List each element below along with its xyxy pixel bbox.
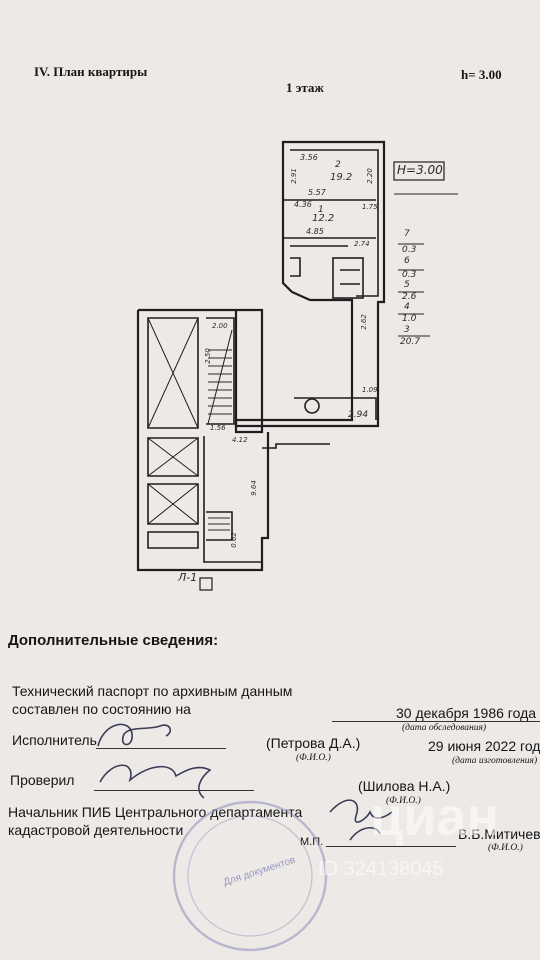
height-label: h= 3.00: [461, 67, 502, 82]
dim-label: 1.56: [210, 424, 226, 432]
legend-room-number: 4: [404, 302, 410, 312]
dim-label: 1.09: [362, 386, 378, 394]
passport-line-2: составлен по состоянию на: [12, 701, 191, 717]
legend-room-number: 7: [404, 229, 410, 239]
watermark-brand: циан: [370, 787, 500, 847]
info-title: Дополнительные сведения:: [8, 632, 219, 649]
executor-fio-caption: (Ф.И.О.): [296, 753, 331, 763]
room-number: 2: [335, 160, 341, 170]
legend-room-area: 1.0: [402, 314, 417, 324]
watermark-id: ID 324138045: [318, 858, 444, 880]
checker-fio-caption: (Ф.И.О.): [386, 796, 421, 806]
dim-label: 1.75: [362, 203, 378, 211]
dim-label: 2.91: [289, 168, 298, 184]
dim-label: 5.57: [308, 188, 326, 197]
room-area: 12.2: [312, 213, 335, 224]
legend-room-area: 0.3: [402, 245, 417, 255]
head-line-1: Начальник ПИБ Центрального департамента: [8, 804, 303, 820]
room-number: 1: [318, 205, 324, 215]
legend-room-area: 2.6: [402, 292, 417, 302]
dim-label: 3.56: [300, 153, 318, 162]
dim-label: 4.36: [294, 200, 312, 209]
axis-label: Л-1: [178, 571, 198, 584]
made-date-caption: (дата изготовления): [452, 756, 538, 766]
dim-label: 4.85: [306, 227, 324, 236]
legend-room-number: 6: [404, 256, 410, 266]
room-area: 19.2: [330, 172, 353, 183]
made-date: 29 июня 2022 год: [428, 738, 540, 754]
legend-room-area: 20.7: [400, 337, 421, 347]
plan-height-label: H=3.00: [397, 163, 443, 177]
stamp-text: Для документов: [222, 854, 297, 889]
dim-label: 2.20: [365, 168, 374, 184]
survey-date-caption: (дата обследования): [402, 723, 487, 733]
mp-label: М.П.: [300, 836, 324, 848]
passport-line-1: Технический паспорт по архивным данным: [12, 683, 293, 699]
survey-date: 30 декабря 1986 года: [396, 705, 537, 721]
dim-label: 2.50: [203, 348, 212, 364]
floor-label: 1 этаж: [286, 80, 324, 95]
dim-label: 2.74: [354, 240, 370, 248]
dim-label: 0.62: [229, 532, 238, 548]
dim-label: 9.64: [249, 480, 258, 496]
executor-label: Исполнитель: [12, 732, 97, 748]
legend-room-number: 5: [404, 280, 410, 290]
section-title: IV. План квартиры: [34, 64, 148, 79]
executor-name: (Петрова Д.А.): [266, 735, 361, 751]
dim-label: 4.12: [232, 436, 248, 444]
legend-room-area: 0.3: [402, 270, 417, 280]
head-fio-caption: (Ф.И.О.): [488, 843, 523, 853]
legend-room-number: 3: [404, 325, 410, 335]
dim-label: 2.94: [348, 410, 369, 420]
dim-label: 2.00: [212, 322, 228, 330]
head-name: В.Б.Митичев: [458, 826, 540, 842]
checked-label: Проверил: [10, 772, 75, 788]
head-line-2: кадастровой деятельности: [8, 822, 184, 838]
checker-name: (Шилова Н.А.): [358, 778, 451, 794]
dim-label: 2.62: [359, 314, 368, 330]
floor-plan: [136, 140, 458, 591]
